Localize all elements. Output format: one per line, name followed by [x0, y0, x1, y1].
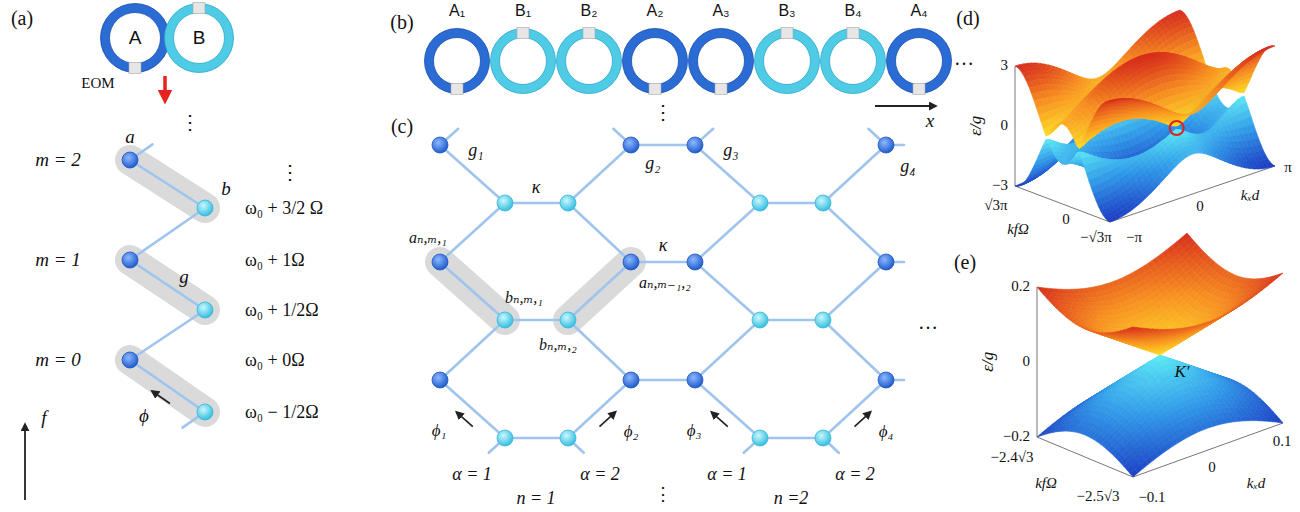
coupling-line	[695, 320, 760, 380]
coupling-line	[568, 145, 631, 203]
a-site	[623, 254, 639, 270]
b-site	[497, 430, 513, 446]
coupling-line	[695, 262, 760, 320]
a-site	[432, 254, 448, 270]
coupling-line	[440, 203, 505, 262]
a-site	[122, 152, 138, 168]
a-site	[432, 372, 448, 388]
phase-arrow	[711, 412, 727, 427]
coupling-line	[823, 145, 886, 203]
coupling-line	[440, 320, 505, 380]
coupling-line	[130, 310, 205, 360]
a-site	[878, 372, 894, 388]
a-site	[122, 252, 138, 268]
b-site	[197, 302, 213, 318]
phase-arrow	[456, 412, 472, 427]
a-site	[623, 137, 639, 153]
band-surface-d	[1015, 10, 1275, 222]
coupling-line	[568, 380, 631, 438]
coupling-line	[440, 380, 505, 438]
b-site	[560, 430, 576, 446]
b-site	[815, 312, 831, 328]
b-site	[497, 312, 513, 328]
a-site	[878, 254, 894, 270]
phase-arrow	[854, 412, 870, 427]
b-site	[815, 195, 831, 211]
coupling-line	[440, 262, 505, 320]
b-site	[752, 195, 768, 211]
b-site	[752, 312, 768, 328]
a-site	[122, 352, 138, 368]
coupling-line	[568, 203, 631, 262]
b-site	[815, 430, 831, 446]
coupling-line	[130, 208, 205, 260]
coupling-line	[823, 203, 886, 262]
a-site	[623, 372, 639, 388]
coupling-line	[823, 380, 886, 438]
b-site	[197, 200, 213, 216]
a-site	[687, 372, 703, 388]
b-site	[752, 430, 768, 446]
a-site	[687, 137, 703, 153]
a-site	[878, 137, 894, 153]
coupling-line	[823, 262, 886, 320]
coupling-line	[695, 380, 760, 438]
b-site	[560, 312, 576, 328]
coupling-line	[568, 320, 631, 380]
b-site	[560, 195, 576, 211]
coupling-line	[695, 203, 760, 262]
coupling-line	[823, 320, 886, 380]
a-site	[687, 254, 703, 270]
a-site	[432, 137, 448, 153]
phase-arrow	[599, 412, 615, 427]
b-site	[197, 404, 213, 420]
b-site	[497, 195, 513, 211]
